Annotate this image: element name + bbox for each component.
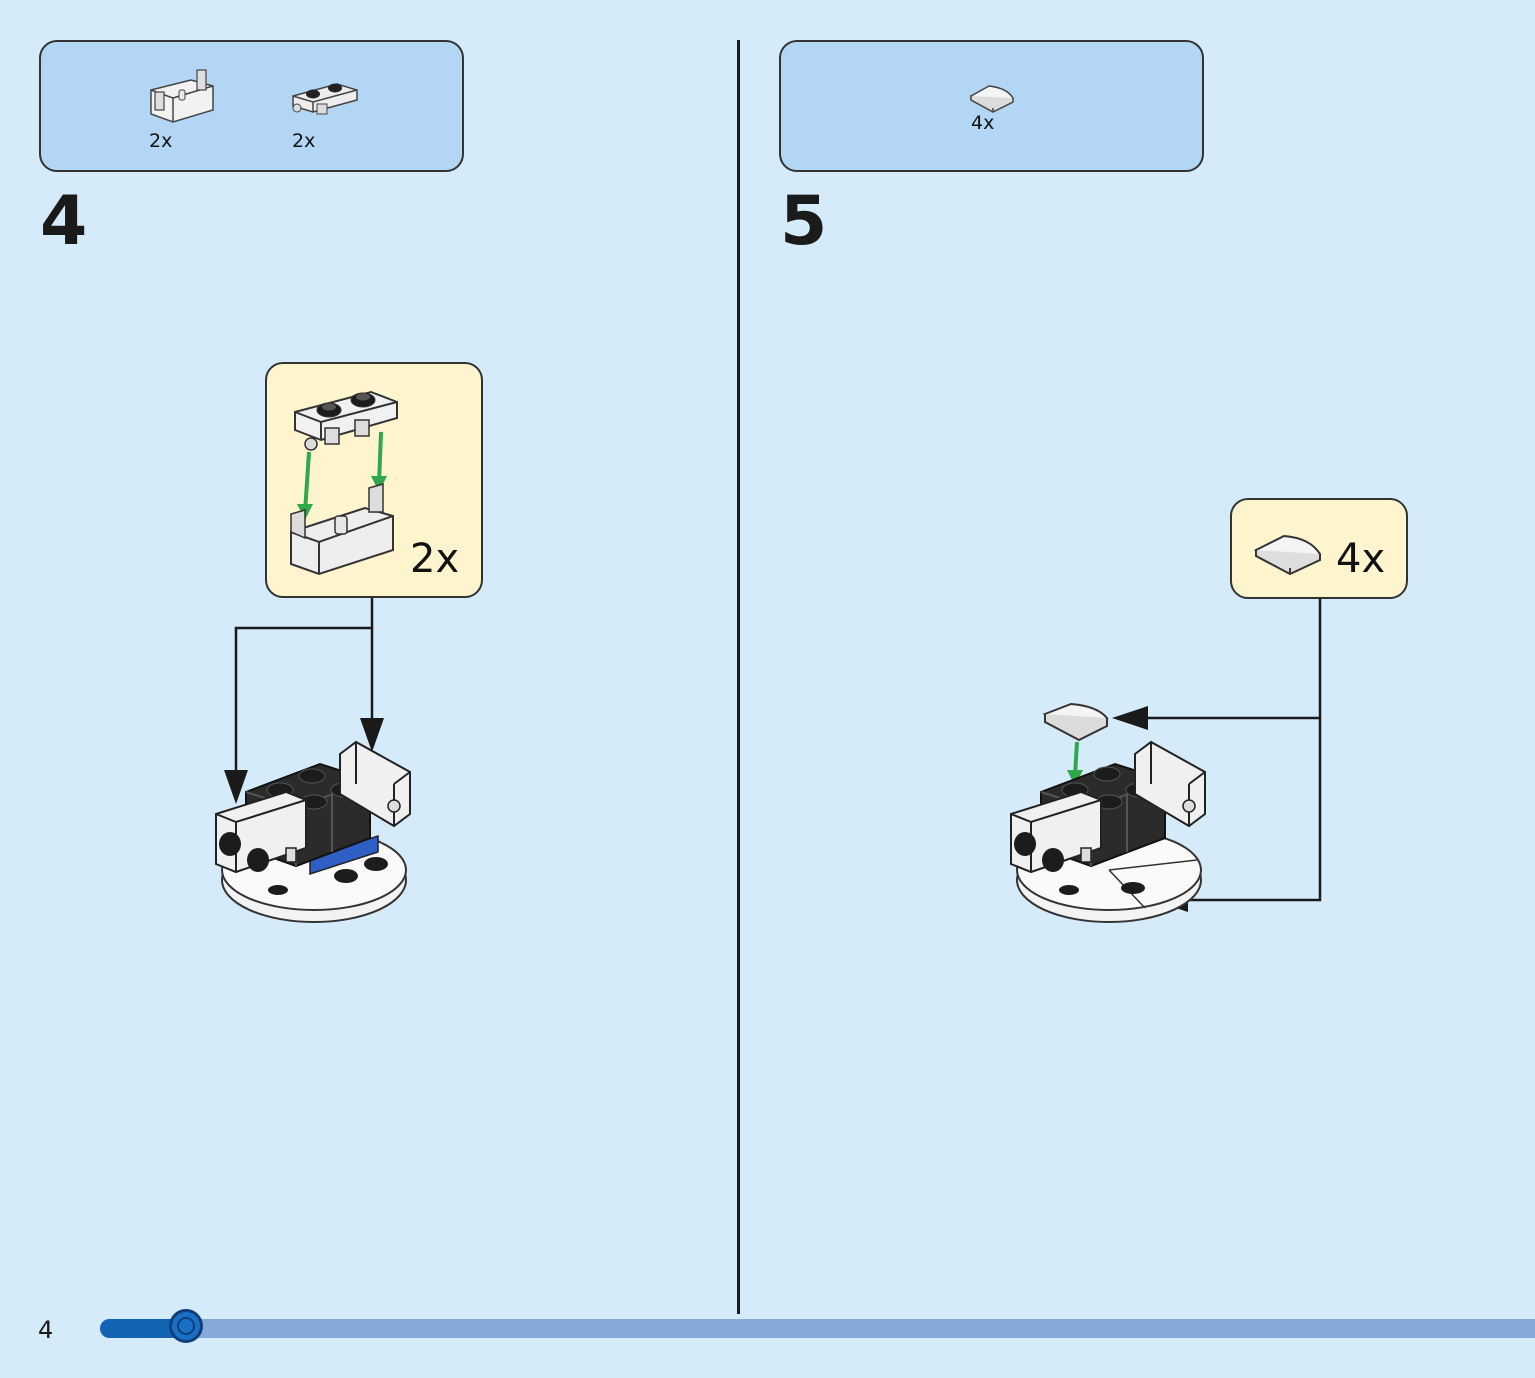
callout-qty: 2x: [410, 536, 460, 582]
hinge-plate-icon: [292, 83, 358, 115]
step-4-number: 4: [40, 182, 88, 261]
progress-fill: [100, 1319, 187, 1338]
part-qty: 2x: [292, 130, 316, 152]
step-5-part-callout: 4x: [1230, 498, 1408, 599]
page-divider: [737, 40, 740, 1314]
page-number: 4: [38, 1316, 54, 1344]
callout-qty: 4x: [1336, 536, 1386, 582]
part-qty: 2x: [149, 130, 173, 152]
step-5-number: 5: [780, 182, 828, 261]
step-4-sub-assembly-callout: 2x: [265, 362, 483, 598]
hinge-assembly-icon: [290, 390, 398, 576]
hinge-brick-icon: [150, 69, 214, 123]
progress-knob: [169, 1309, 204, 1343]
step-4-parts-list: 2x 2x: [39, 40, 464, 172]
step-5-model: [1010, 702, 1206, 923]
progress-track: [100, 1319, 1535, 1338]
quarter-round-tile-icon: [1253, 534, 1322, 576]
step-5-parts-list: 4x: [779, 40, 1204, 172]
part-qty: 4x: [971, 112, 995, 134]
quarter-round-tile-icon: [969, 85, 1015, 113]
step-4-model: [215, 740, 411, 923]
